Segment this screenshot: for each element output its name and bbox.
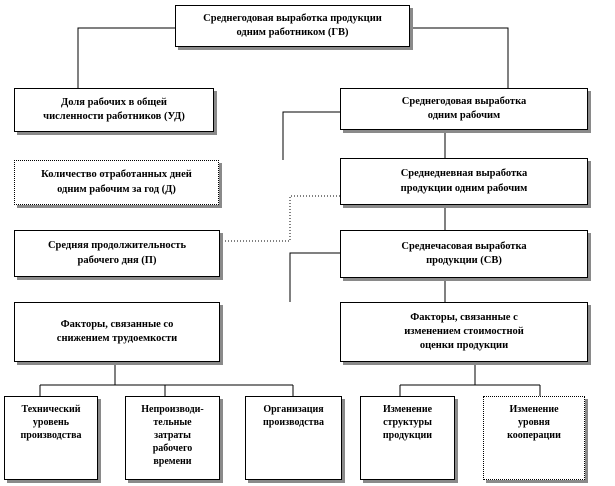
connector-top-to-worker-year (410, 27, 509, 88)
node-value-assessment-factors: Факторы, связанные с изменением стоимост… (340, 302, 588, 362)
connector-daily-to-duration (220, 195, 340, 242)
node-technical-level: Технический уровень производства (4, 396, 98, 480)
node-days-worked: Количество отработанных дней одним рабоч… (14, 160, 219, 205)
connector-worker-year-to-days (282, 111, 340, 160)
node-unproductive-time: Непроизводи- тельные затраты рабочего вр… (125, 396, 220, 480)
connector-hourly-to-labor-factors (289, 252, 340, 302)
node-production-organization: Организация производства (245, 396, 342, 480)
node-annual-output-per-worker: Среднегодовая выработка одним рабочим (340, 88, 588, 130)
node-workday-duration: Средняя продолжительность рабочего дня (… (14, 230, 220, 277)
node-cooperation-level-change: Изменение уровня кооперации (483, 396, 585, 480)
connector-top-to-share (77, 27, 175, 88)
node-annual-output-per-employee: Среднегодовая выработка продукции одним … (175, 5, 410, 47)
node-daily-output-per-worker: Среднедневная выработка продукции одним … (340, 158, 588, 205)
node-hourly-output: Среднечасовая выработка продукции (СВ) (340, 230, 588, 278)
node-share-of-workers: Доля рабочих в общей численности работни… (14, 88, 214, 132)
node-product-structure-change: Изменение структуры продукции (360, 396, 455, 480)
node-labor-intensity-factors: Факторы, связанные со снижением трудоемк… (14, 302, 220, 362)
